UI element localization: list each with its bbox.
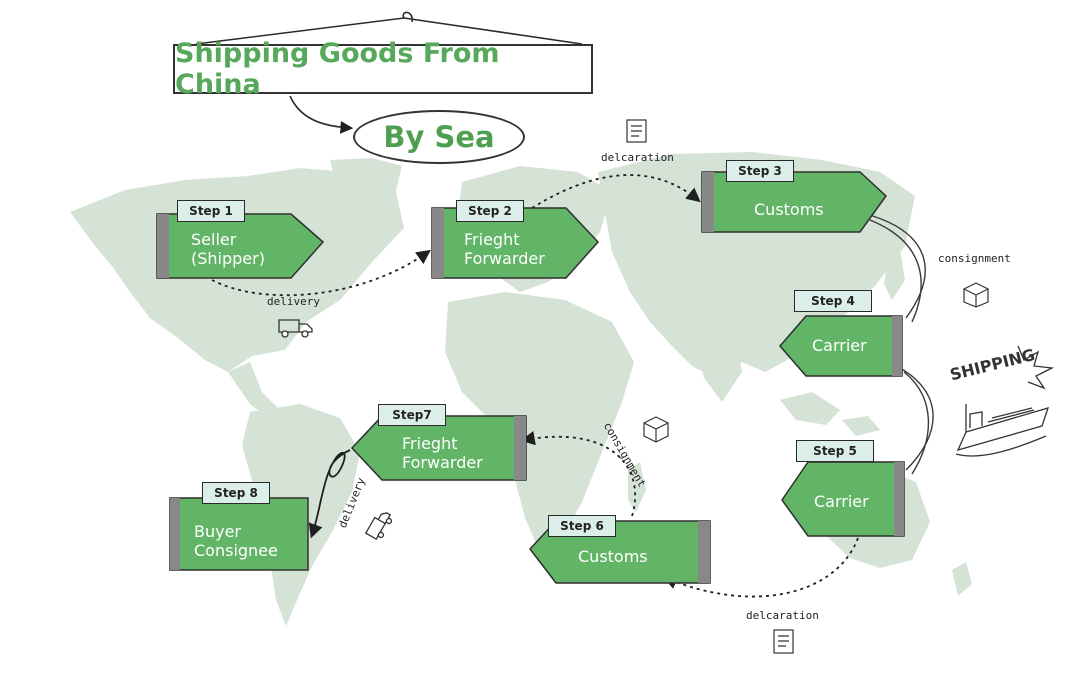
step-8-tag: Step 8 bbox=[202, 482, 270, 504]
step-8-name: Buyer Consignee bbox=[194, 522, 278, 560]
connector-step2-step3 bbox=[531, 174, 701, 209]
label-declaration-2: delcaration bbox=[746, 609, 819, 622]
step-5-name: Carrier bbox=[814, 492, 869, 511]
label-consignment-1: consignment bbox=[938, 252, 1011, 265]
subtitle-oval: By Sea bbox=[353, 110, 525, 164]
connector-step6-step7 bbox=[520, 431, 637, 517]
rope-step3-step4-b bbox=[869, 219, 922, 323]
box-icon bbox=[643, 416, 669, 443]
step-1-name: Seller (Shipper) bbox=[191, 230, 265, 268]
document-icon bbox=[626, 119, 647, 143]
connector-step5-step6 bbox=[662, 537, 859, 598]
connector-step1-step2 bbox=[211, 249, 431, 297]
step-4-name: Carrier bbox=[812, 336, 867, 355]
step-5-tag: Step 5 bbox=[796, 440, 874, 462]
step-4-tag: Step 4 bbox=[794, 290, 872, 312]
diagram-title: Shipping Goods From China bbox=[175, 38, 500, 100]
step-7-name: Frieght Forwarder bbox=[402, 434, 483, 472]
diagram-subtitle: By Sea bbox=[383, 120, 495, 154]
box-icon bbox=[963, 282, 989, 308]
rope-step4-step5-b bbox=[903, 371, 930, 475]
step-6-name: Customs bbox=[578, 547, 648, 566]
step-6-tag: Step 6 bbox=[548, 515, 616, 537]
truck-icon bbox=[364, 512, 393, 541]
step-1-tag: Step 1 bbox=[177, 200, 245, 222]
document-icon bbox=[773, 629, 794, 654]
step-2-tag: Step 2 bbox=[456, 200, 524, 222]
step-7-tag: Step7 bbox=[378, 404, 446, 426]
step-3-name: Customs bbox=[754, 200, 824, 219]
connector-step7-step8 bbox=[308, 449, 351, 539]
rope-step3-step4-a bbox=[865, 213, 926, 319]
truck-icon bbox=[278, 319, 313, 338]
label-declaration-1: delcaration bbox=[601, 151, 674, 164]
ship-icon bbox=[955, 345, 1055, 457]
step-3-tag: Step 3 bbox=[726, 160, 794, 182]
label-delivery-1: delivery bbox=[267, 295, 320, 308]
step-2-name: Frieght Forwarder bbox=[464, 230, 545, 268]
title-board: Shipping Goods From China bbox=[173, 38, 593, 100]
rope-step4-step5-a bbox=[899, 367, 934, 471]
title-to-subtitle-arrow bbox=[289, 95, 354, 134]
